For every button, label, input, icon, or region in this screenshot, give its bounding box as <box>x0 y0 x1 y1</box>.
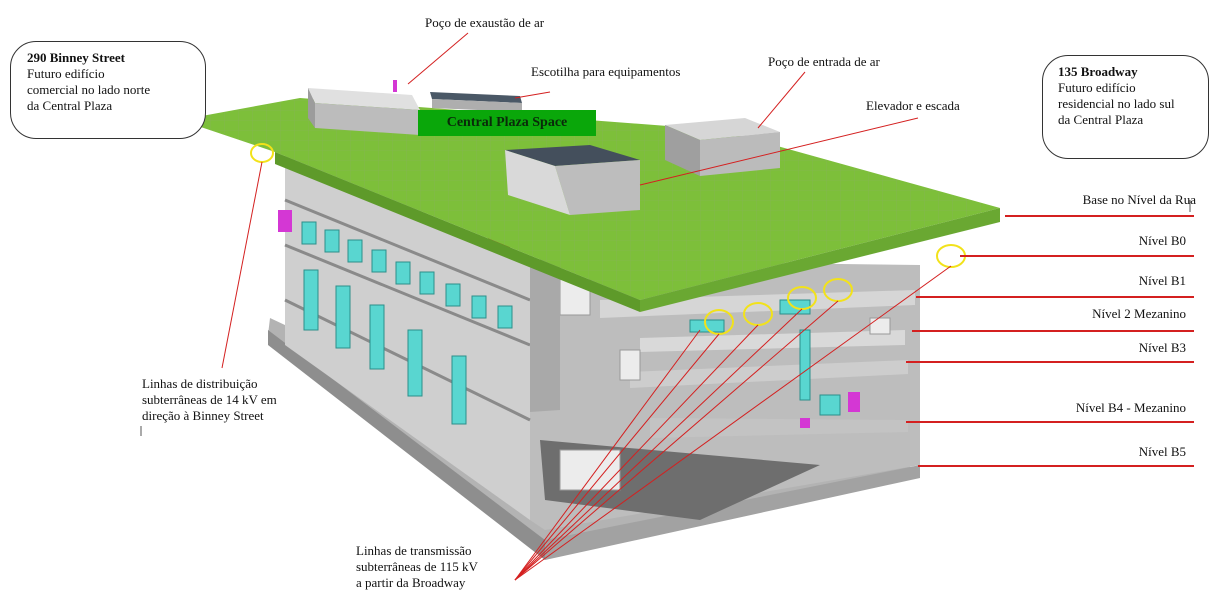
elevator-stair-house <box>505 145 640 215</box>
callout-line: Futuro edifício <box>1058 80 1136 95</box>
equipment-hatch <box>430 92 522 112</box>
callout-title: 135 Broadway <box>1058 64 1138 79</box>
leader-intake <box>757 71 806 129</box>
floor-line <box>284 243 531 347</box>
leader-transmission <box>514 324 759 581</box>
leader-hatch <box>514 91 551 99</box>
callout-line: residencial no lado sul <box>1058 96 1175 111</box>
label-transmission-lines: Linhas de transmissão subterrâneas de 11… <box>356 543 478 591</box>
label-air-intake: Poço de entrada de ar <box>768 54 880 69</box>
leader-transmission <box>514 333 720 581</box>
label-level-b1: Nível B1 <box>1138 273 1186 288</box>
callout-line: da Central Plaza <box>27 98 113 113</box>
equipment-transformers <box>301 221 841 425</box>
leader-transmission <box>514 329 701 581</box>
label-line: a partir da Broadway <box>356 575 466 590</box>
callout-line: Futuro edifício <box>27 66 105 81</box>
leader-transmission <box>514 300 839 581</box>
label-level-b5: Nível B5 <box>1138 444 1186 459</box>
label-level-street: Base no Nível da Rua <box>1082 192 1196 207</box>
leader-transmission <box>514 265 952 581</box>
slab-b5-face <box>268 330 545 560</box>
label-exhaust-shaft: Poço de exaustão de ar <box>425 15 545 30</box>
callout-135-broadway: 135 Broadway Futuro edifício residencial… <box>1042 55 1209 159</box>
leader-distribution <box>221 161 263 369</box>
floor-b3 <box>630 360 908 388</box>
leader-exhaust <box>407 32 469 85</box>
air-intake-shaft <box>665 118 780 176</box>
label-level-b3: Nível B3 <box>1138 340 1186 355</box>
floor-line <box>284 198 531 302</box>
label-elevator-stair: Elevador e escada <box>866 98 960 113</box>
leader-transmission <box>514 308 803 581</box>
label-level-b0: Nível B0 <box>1138 233 1186 248</box>
level-lines <box>906 215 1194 467</box>
central-plaza-label: Central Plaza Space <box>418 110 596 136</box>
leader-elevator <box>639 117 919 186</box>
label-line: Linhas de distribuição <box>142 376 258 391</box>
callout-line: da Central Plaza <box>1058 112 1144 127</box>
exhaust-shaft <box>308 88 420 135</box>
callout-title: 290 Binney Street <box>27 50 125 65</box>
roof-edge-side <box>640 208 1000 312</box>
label-line: subterrâneas de 115 kV <box>356 559 478 574</box>
callout-line: comercial no lado norte <box>27 82 151 97</box>
roof-plaza <box>180 88 1000 312</box>
equipment-magenta <box>278 80 860 428</box>
elevator-shaft <box>530 258 560 412</box>
callout-290-binney: 290 Binney Street Futuro edifício comerc… <box>10 41 206 139</box>
label-level-b4-mezz: Nível B4 - Mezanino <box>1075 400 1186 415</box>
leader-lines <box>221 32 952 581</box>
label-line: Linhas de transmissão <box>356 543 472 558</box>
roof-edge-front <box>275 152 640 312</box>
floor-b4 <box>650 418 908 438</box>
slab-b5-side <box>545 465 920 560</box>
label-level-mezz2: Nível 2 Mezanino <box>1092 306 1186 321</box>
label-equipment-hatch: Escotilha para equipamentos <box>531 64 681 79</box>
label-line: direção à Binney Street <box>142 408 264 423</box>
label-line: subterrâneas de 14 kV em <box>142 392 277 407</box>
label-distribution-lines: Linhas de distribuição subterrâneas de 1… <box>142 376 277 424</box>
